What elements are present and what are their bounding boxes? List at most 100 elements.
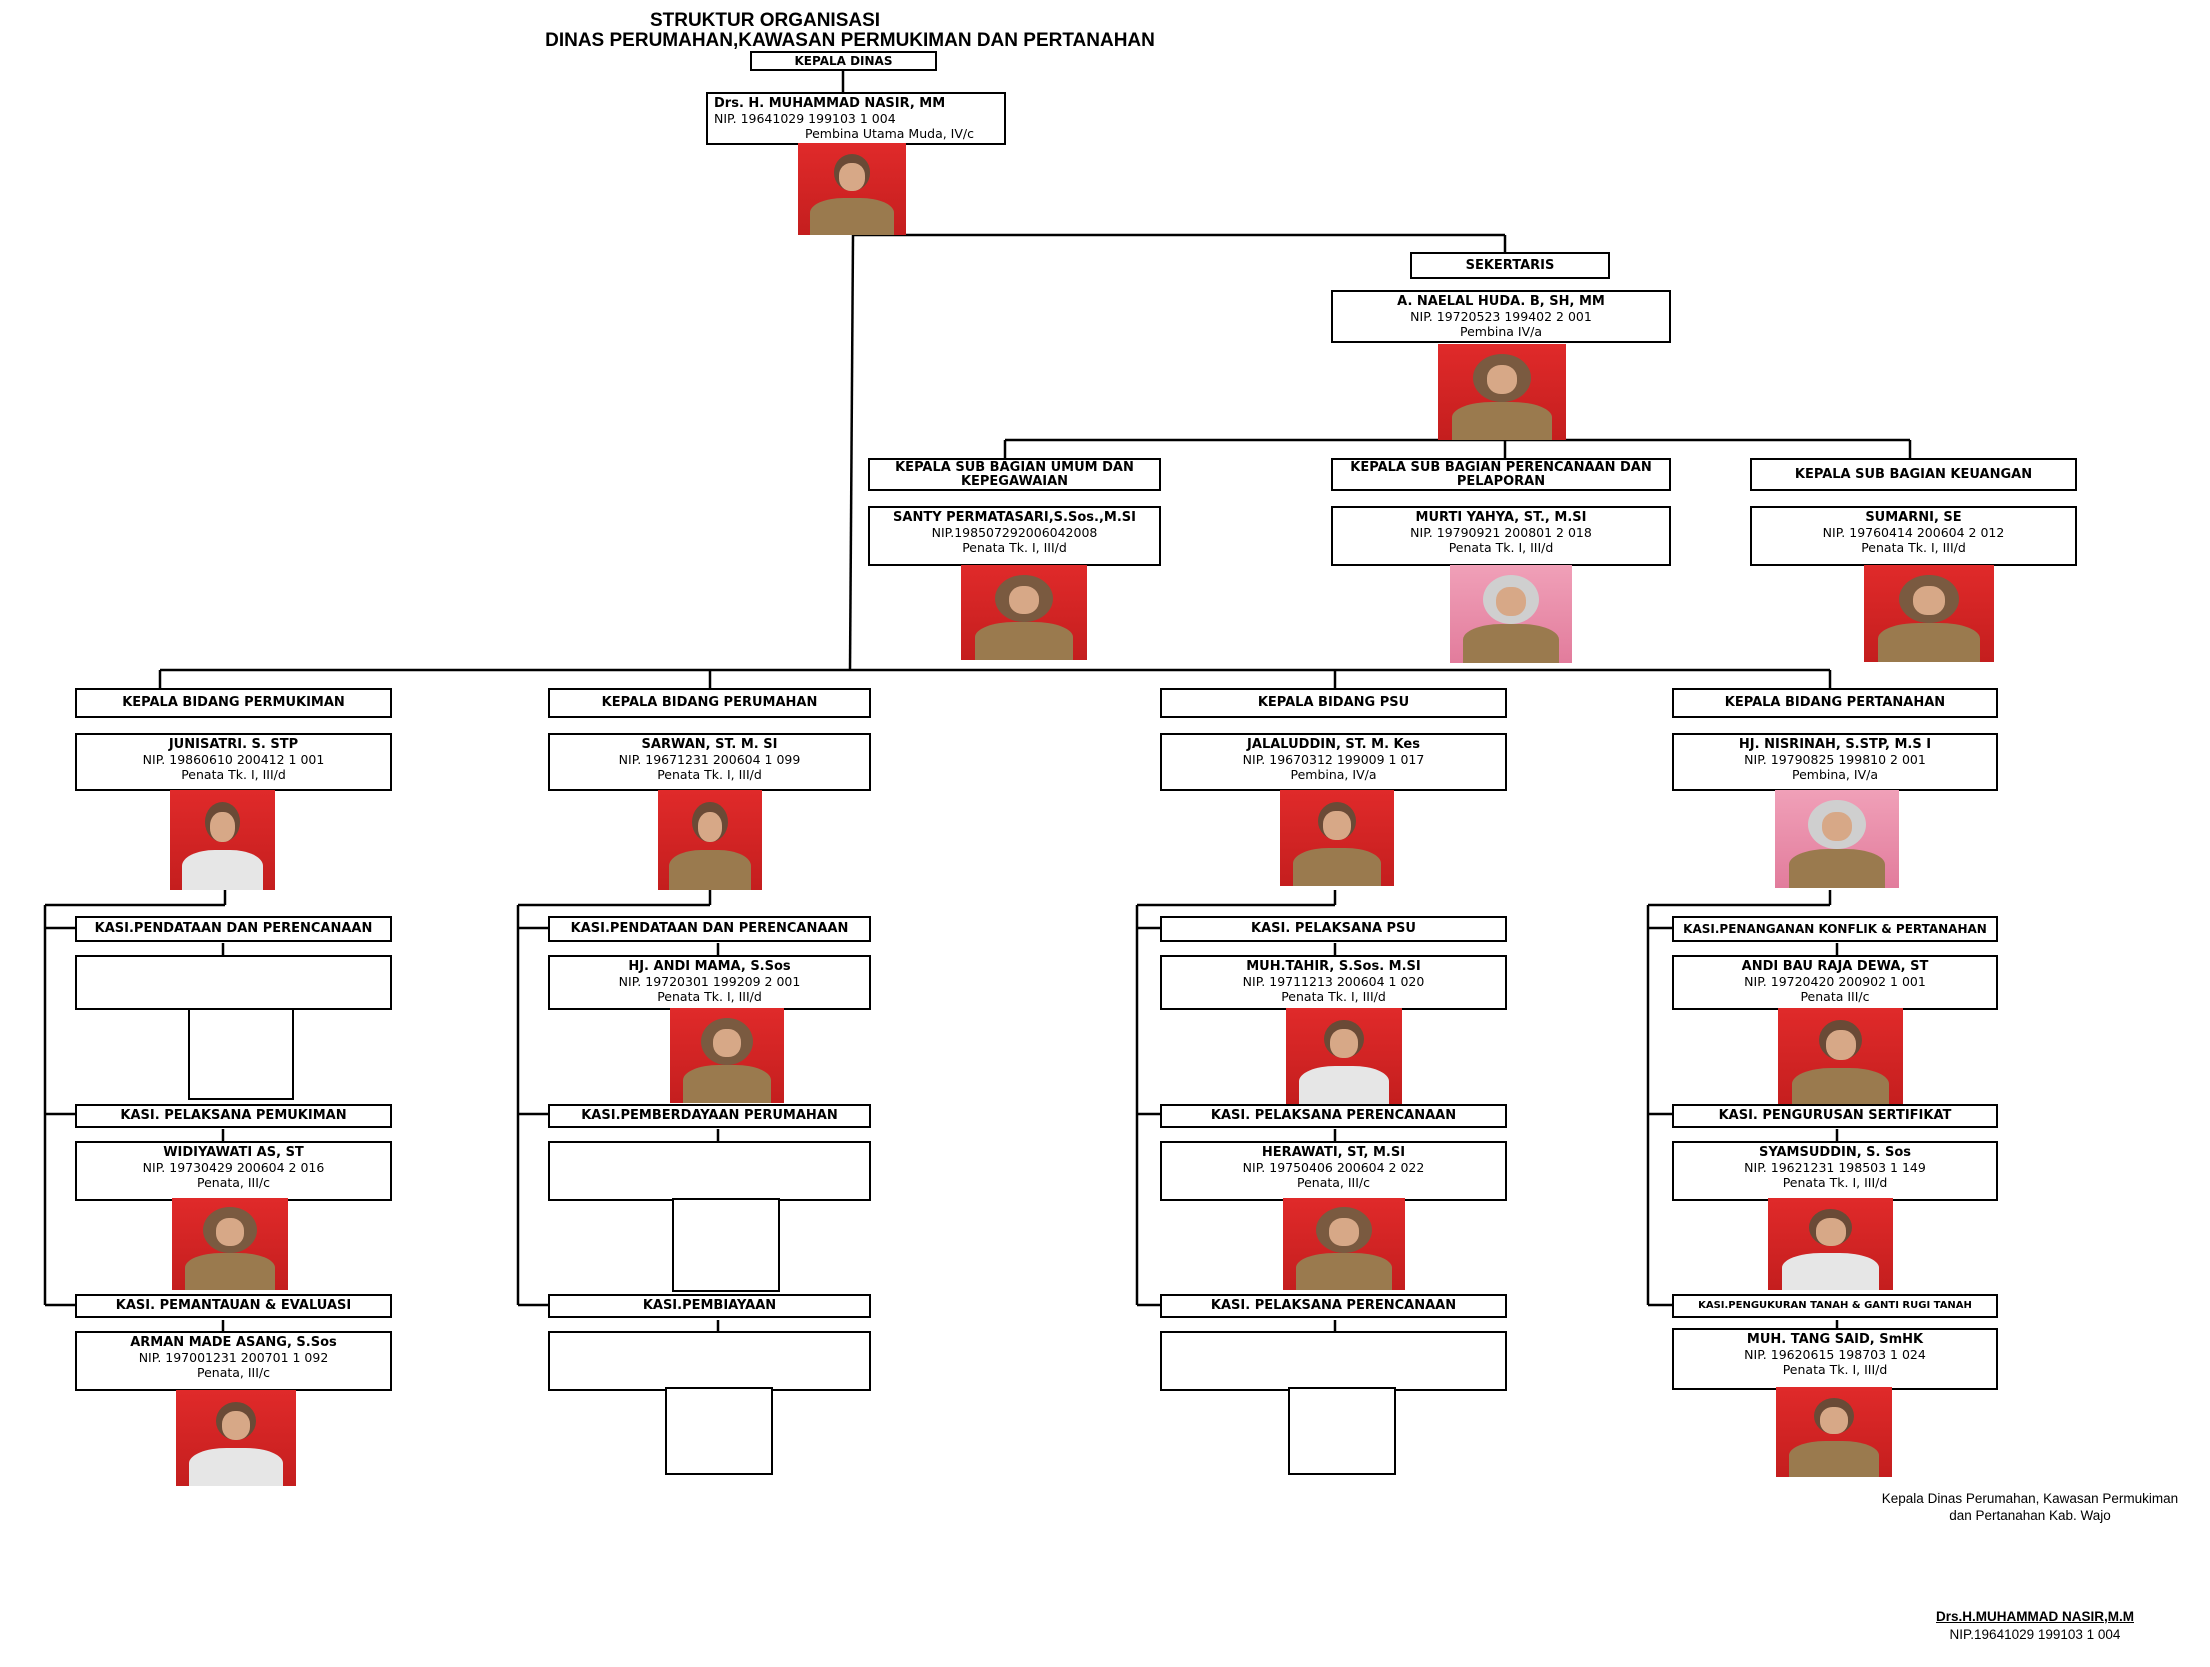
head-label: KEPALA DINAS	[750, 51, 937, 71]
division-2-section-3-info	[548, 1331, 871, 1391]
division-2-name: SARWAN, ST. M. SI	[641, 737, 778, 752]
division-1-section-2-rank: Penata, III/c	[196, 1175, 271, 1190]
division-3-section-1-nip: NIP. 19711213 200604 1 020	[1242, 974, 1425, 989]
secretary-name: A. NAELAL HUDA. B, SH, MM	[1397, 294, 1605, 309]
secretary-nip: NIP. 19720523 199402 2 001	[1410, 309, 1592, 324]
division-3-section-2-nip: NIP. 19750406 200604 2 022	[1242, 1160, 1425, 1175]
subsection-3-rank: Penata Tk. I, III/d	[1861, 540, 1966, 555]
division-3-rank: Pembina, IV/a	[1290, 767, 1377, 782]
division-1-section-3-nip: NIP. 197001231 200701 1 092	[138, 1350, 329, 1365]
subsection-3-nip: NIP. 19760414 200604 2 012	[1822, 525, 2005, 540]
division-4-nip: NIP. 19790825 199810 2 001	[1744, 752, 1926, 767]
division-4-section-3-info: MUH. TANG SAID, SmHK NIP. 19620615 19870…	[1672, 1328, 1998, 1390]
signature-nip: NIP.19641029 199103 1 004	[1949, 1627, 2121, 1642]
subsection-2-name: MURTI YAHYA, ST., M.SI	[1415, 510, 1587, 525]
division-2-section-1-nip: NIP. 19720301 199209 2 001	[618, 974, 801, 989]
division-1-label: KEPALA BIDANG PERMUKIMAN	[75, 688, 392, 718]
division-4-section-1-name: ANDI BAU RAJA DEWA, ST	[1741, 959, 1929, 974]
division-2-section-3-photo-placeholder	[665, 1387, 773, 1475]
division-3-section-1-name: MUH.TAHIR, S.Sos. M.SI	[1246, 959, 1421, 974]
division-4-section-3-rank: Penata Tk. I, III/d	[1782, 1362, 1888, 1377]
division-3-section-2-label: KASI. PELAKSANA PERENCANAAN	[1160, 1104, 1507, 1128]
subsection-2-photo	[1450, 565, 1572, 663]
head-photo	[798, 143, 906, 235]
subsection-1-label: KEPALA SUB BAGIAN UMUM DAN KEPEGAWAIAN	[868, 458, 1161, 491]
division-1-section-3-photo	[176, 1390, 296, 1486]
division-4-rank: Pembina, IV/a	[1791, 767, 1878, 782]
division-4-label: KEPALA BIDANG PERTANAHAN	[1672, 688, 1998, 718]
division-2-section-1-label: KASI.PENDATAAN DAN PERENCANAAN	[548, 916, 871, 942]
division-1-section-1-photo-placeholder	[188, 1008, 294, 1100]
division-3-section-1-info: MUH.TAHIR, S.Sos. M.SI NIP. 19711213 200…	[1160, 955, 1507, 1010]
division-1-section-2-label: KASI. PELAKSANA PEMUKIMAN	[75, 1104, 392, 1128]
division-1-section-3-label: KASI. PEMANTAUAN & EVALUASI	[75, 1294, 392, 1318]
chart-title: STRUKTUR ORGANISASI	[649, 10, 881, 31]
division-1-section-2-name: WIDIYAWATI AS, ST	[163, 1145, 304, 1160]
signature-name: Drs.H.MUHAMMAD NASIR,M.M	[1936, 1609, 2134, 1624]
division-2-section-1-photo	[670, 1008, 784, 1103]
subsection-2-info: MURTI YAHYA, ST., M.SI NIP. 19790921 200…	[1331, 506, 1671, 566]
division-2-info: SARWAN, ST. M. SI NIP. 19671231 200604 1…	[548, 733, 871, 791]
signature-line2: dan Pertanahan Kab. Wajo	[1949, 1508, 2111, 1523]
division-4-section-2-nip: NIP. 19621231 198503 1 149	[1744, 1160, 1926, 1175]
head-nip: NIP. 19641029 199103 1 004	[714, 111, 896, 126]
subsection-2-label: KEPALA SUB BAGIAN PERENCANAAN DAN PELAPO…	[1331, 458, 1671, 491]
division-2-label: KEPALA BIDANG PERUMAHAN	[548, 688, 871, 718]
division-3-name: JALALUDDIN, ST. M. Kes	[1247, 737, 1420, 752]
head-info-box: Drs. H. MUHAMMAD NASIR, MM NIP. 19641029…	[706, 92, 1006, 145]
division-3-photo	[1280, 790, 1394, 886]
division-4-info: HJ. NISRINAH, S.STP, M.S I NIP. 19790825…	[1672, 733, 1998, 791]
division-2-photo	[658, 790, 762, 890]
division-1-section-3-info: ARMAN MADE ASANG, S.Sos NIP. 197001231 2…	[75, 1331, 392, 1391]
division-1-section-2-nip: NIP. 19730429 200604 2 016	[142, 1160, 325, 1175]
division-3-section-3-photo-placeholder	[1288, 1387, 1396, 1475]
division-4-section-2-label: KASI. PENGURUSAN SERTIFIKAT	[1672, 1104, 1998, 1128]
division-2-section-2-photo-placeholder	[672, 1198, 780, 1292]
division-2-nip: NIP. 19671231 200604 1 099	[618, 752, 801, 767]
division-4-section-3-nip: NIP. 19620615 198703 1 024	[1744, 1347, 1926, 1362]
division-3-nip: NIP. 19670312 199009 1 017	[1242, 752, 1425, 767]
division-1-name: JUNISATRI. S. STP	[168, 737, 299, 752]
division-3-section-2-name: HERAWATI, ST, M.SI	[1261, 1145, 1406, 1160]
subsection-1-rank: Penata Tk. I, III/d	[962, 540, 1067, 555]
division-3-section-2-rank: Penata, III/c	[1296, 1175, 1371, 1190]
division-2-rank: Penata Tk. I, III/d	[657, 767, 762, 782]
subsection-1-nip: NIP.198507292006042008	[931, 525, 1098, 540]
division-3-section-2-info: HERAWATI, ST, M.SI NIP. 19750406 200604 …	[1160, 1141, 1507, 1201]
division-1-section-3-name: ARMAN MADE ASANG, S.Sos	[130, 1335, 337, 1350]
division-3-section-2-photo	[1283, 1198, 1405, 1290]
division-2-section-1-rank: Penata Tk. I, III/d	[657, 989, 762, 1004]
head-rank: Pembina Utama Muda, IV/c	[804, 126, 974, 141]
division-4-section-2-rank: Penata Tk. I, III/d	[1782, 1175, 1888, 1190]
division-4-section-3-photo	[1776, 1387, 1892, 1477]
division-1-info: JUNISATRI. S. STP NIP. 19860610 200412 1…	[75, 733, 392, 791]
division-3-section-1-rank: Penata Tk. I, III/d	[1281, 989, 1386, 1004]
division-2-section-1-name: HJ. ANDI MAMA, S.Sos	[628, 959, 791, 974]
signature-line1: Kepala Dinas Perumahan, Kawasan Permukim…	[1881, 1491, 2179, 1506]
subsection-3-info: SUMARNI, SE NIP. 19760414 200604 2 012 P…	[1750, 506, 2077, 566]
subsection-2-nip: NIP. 19790921 200801 2 018	[1410, 525, 1592, 540]
division-4-section-2-name: SYAMSUDDIN, S. Sos	[1758, 1145, 1912, 1160]
subsection-1-photo	[961, 565, 1087, 660]
division-2-section-1-info: HJ. ANDI MAMA, S.Sos NIP. 19720301 19920…	[548, 955, 871, 1010]
division-4-section-1-photo	[1778, 1008, 1903, 1108]
division-3-section-1-label: KASI. PELAKSANA PSU	[1160, 916, 1507, 942]
chart-subtitle: DINAS PERUMAHAN,KAWASAN PERMUKIMAN DAN P…	[545, 30, 1155, 51]
division-3-section-3-info	[1160, 1331, 1507, 1391]
signature-block: Drs.H.MUHAMMAD NASIR,M.M NIP.19641029 19…	[1910, 1608, 2160, 1644]
subsection-3-photo	[1864, 565, 1994, 662]
secretary-photo	[1438, 344, 1566, 440]
division-4-section-3-label: KASI.PENGUKURAN TANAH & GANTI RUGI TANAH	[1672, 1294, 1998, 1318]
division-4-section-1-rank: Penata III/c	[1800, 989, 1870, 1004]
division-1-section-3-rank: Penata, III/c	[196, 1365, 271, 1380]
division-2-section-2-label: KASI.PEMBERDAYAAN PERUMAHAN	[548, 1104, 871, 1128]
subsection-1-info: SANTY PERMATASARI,S.Sos.,M.SI NIP.198507…	[868, 506, 1161, 566]
signature-caption: Kepala Dinas Perumahan, Kawasan Permukim…	[1860, 1490, 2200, 1524]
secretary-info-box: A. NAELAL HUDA. B, SH, MM NIP. 19720523 …	[1331, 290, 1671, 343]
division-2-section-3-label: KASI.PEMBIAYAAN	[548, 1294, 871, 1318]
division-1-section-2-photo	[172, 1198, 288, 1290]
division-1-rank: Penata Tk. I, III/d	[181, 767, 286, 782]
division-3-label: KEPALA BIDANG PSU	[1160, 688, 1507, 718]
division-4-section-3-name: MUH. TANG SAID, SmHK	[1746, 1332, 1924, 1347]
